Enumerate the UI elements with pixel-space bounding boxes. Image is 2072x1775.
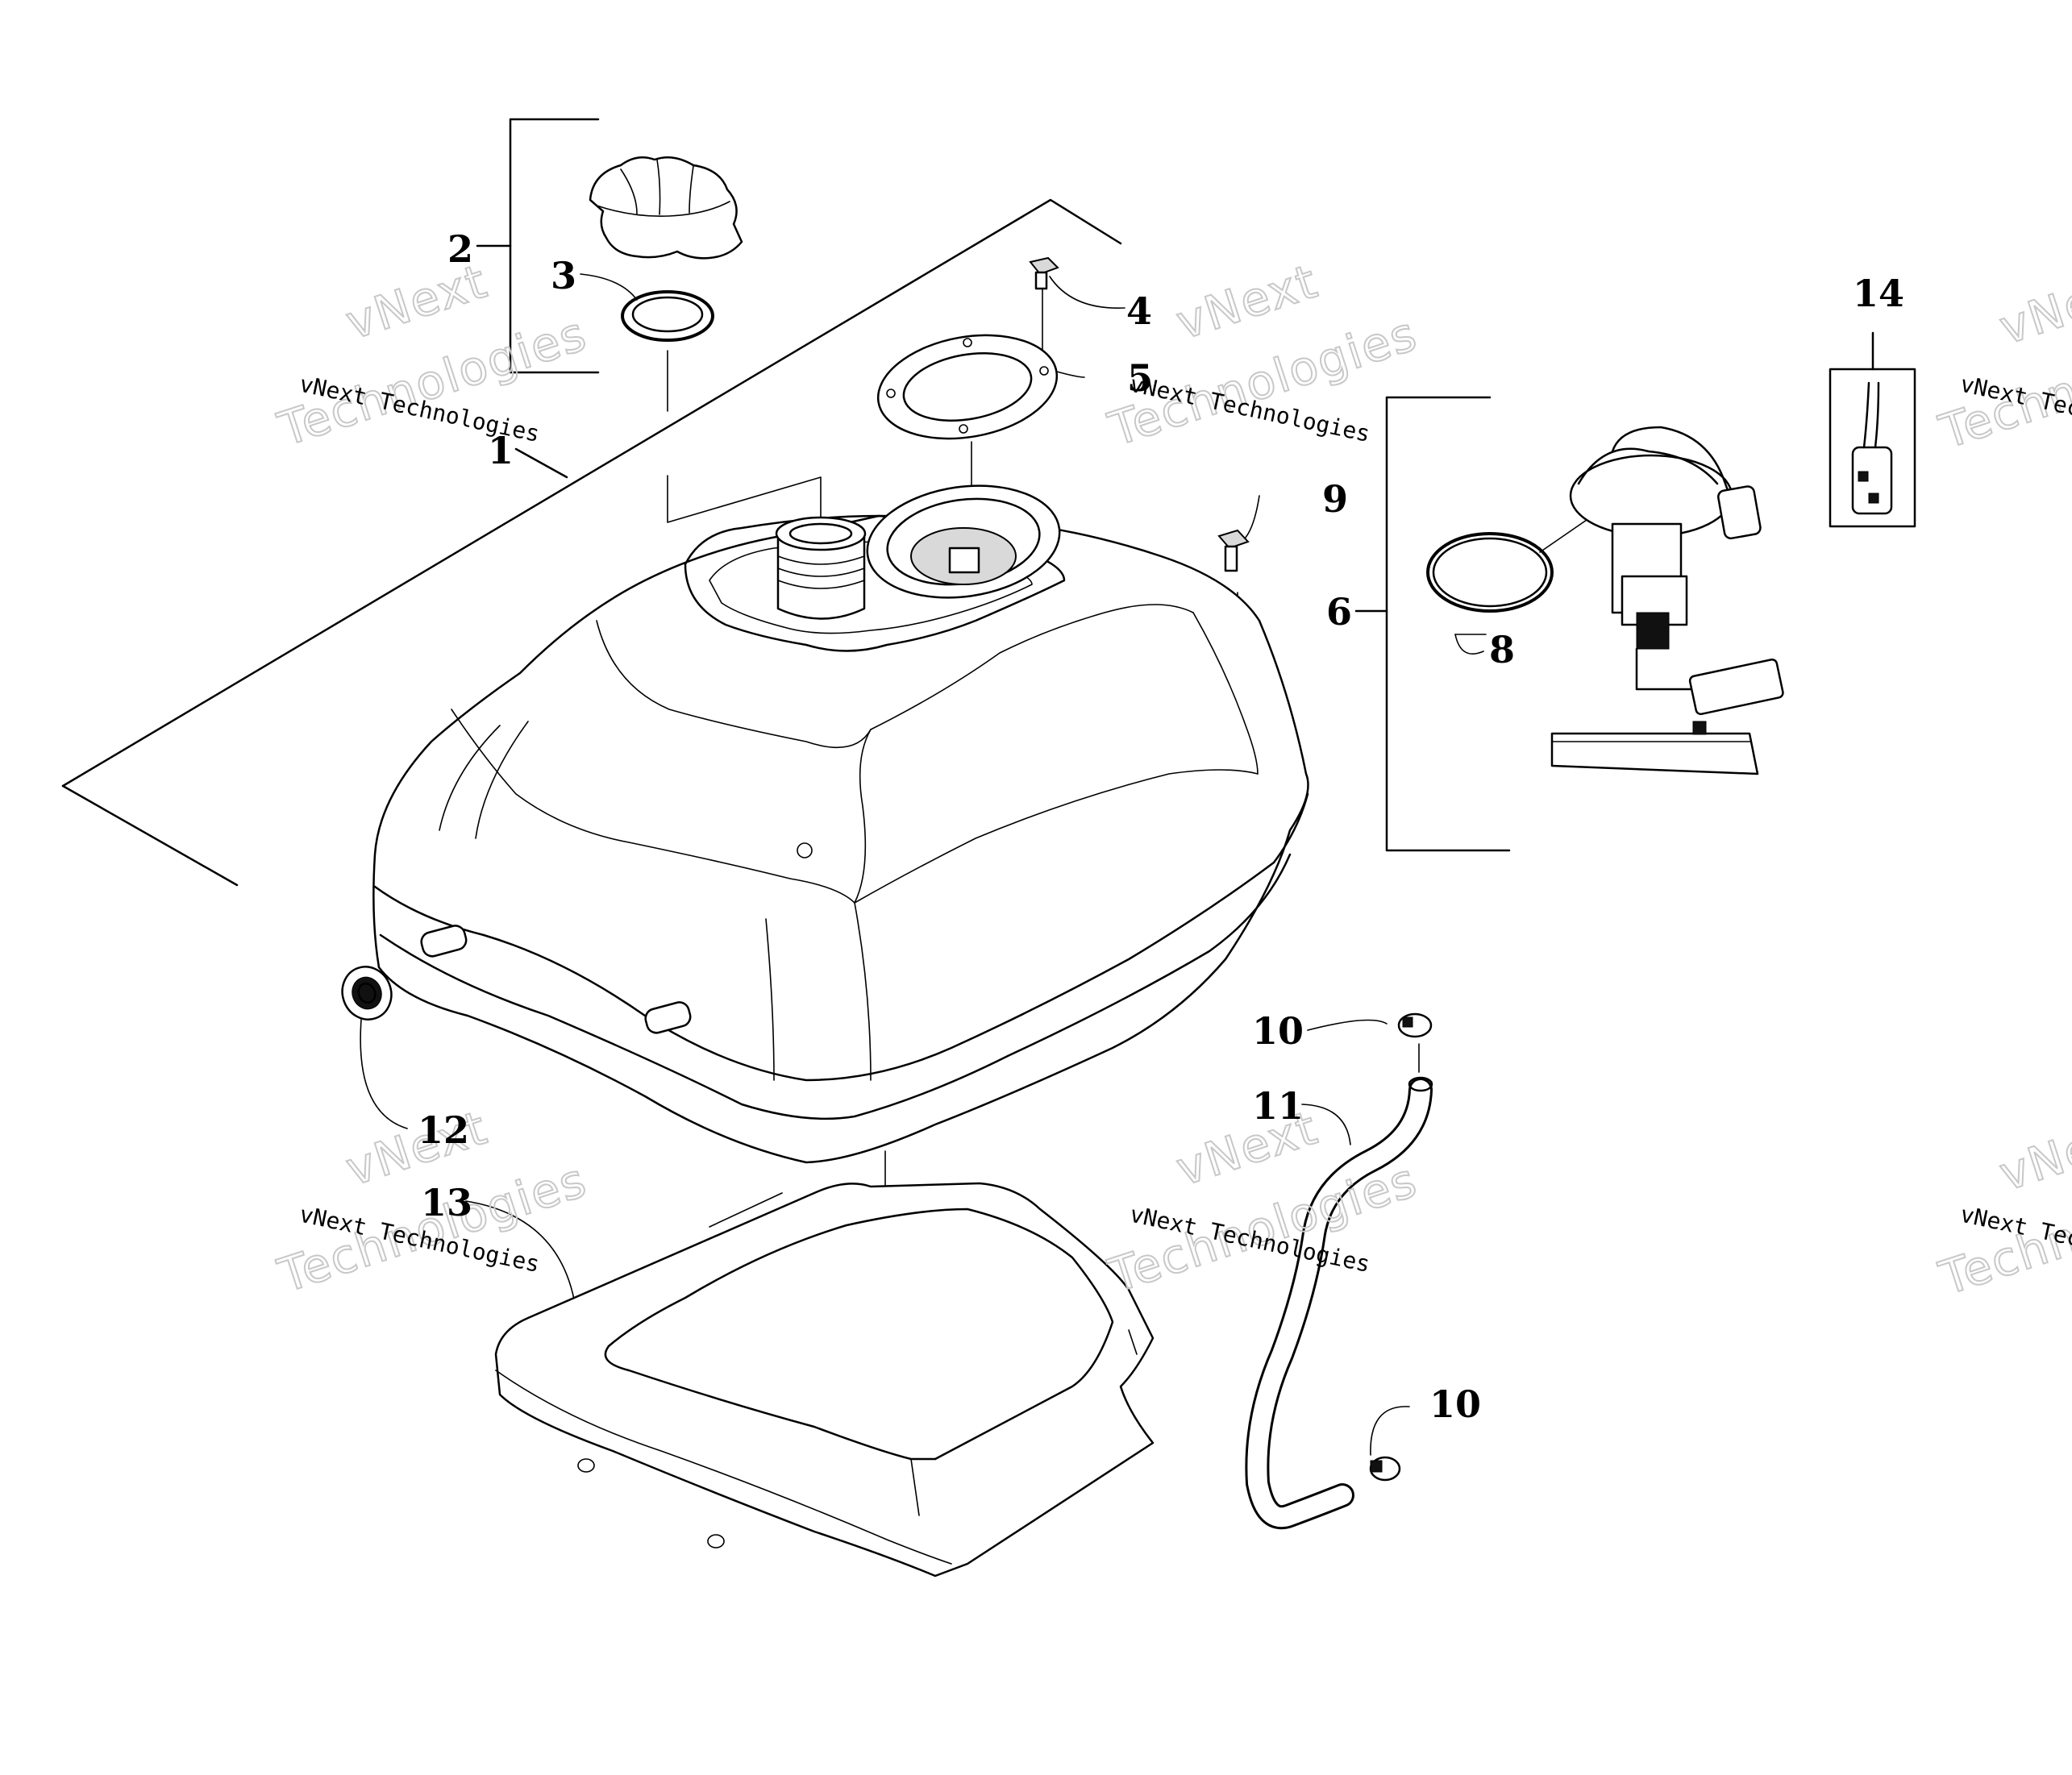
callout-11: 11 (1252, 1084, 1304, 1128)
vent-hose-part (1245, 1076, 1433, 1530)
sensor-part (1851, 381, 1893, 515)
callout-8: 8 (1489, 628, 1515, 671)
bracket-assembly-1 (61, 198, 1122, 887)
svg-text:vNext: vNext (1170, 253, 1325, 350)
callout-1: 1 (488, 429, 514, 472)
cap-gasket-part (621, 290, 714, 342)
watermark-3: vNext Technologies (1932, 258, 2072, 461)
callout-4: 4 (1126, 289, 1152, 333)
callout-9: 9 (1322, 477, 1348, 521)
bracket-assembly-14 (1829, 331, 1916, 528)
screw-part-9 (1217, 529, 1250, 572)
callout-12: 12 (418, 1108, 469, 1152)
callout-14: 14 (1853, 272, 1904, 315)
pump-gasket-part (1426, 532, 1554, 613)
callout-labels: 1 2 3 4 5 6 8 9 10 10 11 12 13 14 (418, 227, 1904, 1426)
bracket-assembly-6 (1354, 396, 1511, 852)
callout-13: 13 (421, 1181, 472, 1224)
fuel-tank-part (372, 484, 1309, 1164)
callout-10-lower: 10 (1429, 1382, 1481, 1426)
hose-clamp-upper (1397, 1012, 1433, 1038)
filler-neck (775, 516, 867, 620)
fuel-pump-part (1550, 426, 1784, 775)
callout-5: 5 (1127, 356, 1153, 400)
callout-2: 2 (447, 227, 473, 271)
screw-part-4 (1029, 256, 1059, 290)
hose-clamp-lower (1369, 1456, 1401, 1482)
bracket-assembly-2 (476, 118, 600, 374)
svg-text:vNext: vNext (1993, 1105, 2072, 1202)
callout-6: 6 (1326, 590, 1352, 634)
watermark-6: vNext Technologies (1932, 1104, 2072, 1307)
watermark-5: vNext Technologies (1101, 1099, 1425, 1304)
callout-10-upper: 10 (1252, 1009, 1304, 1053)
pump-ring-part (876, 334, 1059, 440)
grommet-part (341, 966, 393, 1021)
svg-text:vNext: vNext (1993, 259, 2072, 355)
callout-3: 3 (551, 254, 576, 297)
tank-nipples (420, 925, 692, 1034)
tank-pump-flange (866, 484, 1061, 599)
fuel-cap-part (589, 156, 743, 260)
bottom-shield-part (494, 1182, 1155, 1578)
